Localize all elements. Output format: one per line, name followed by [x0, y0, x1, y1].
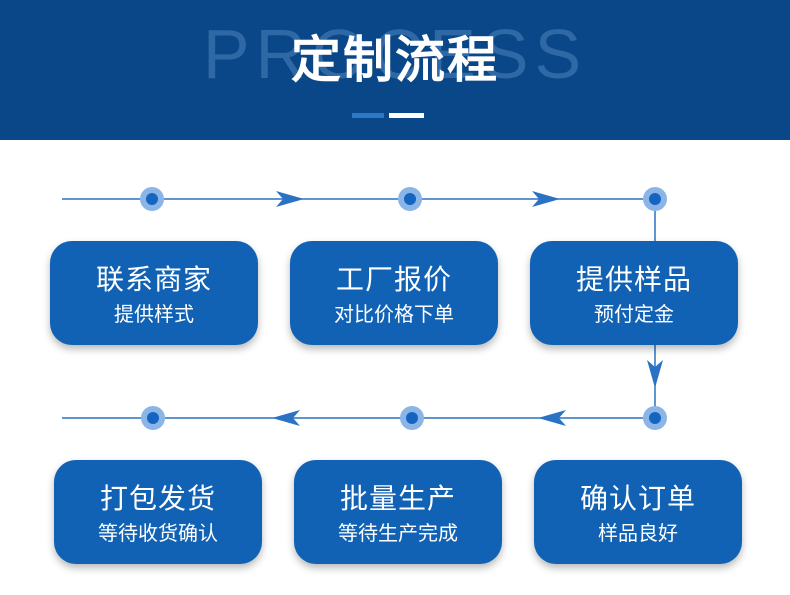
step-subtitle: 样品良好	[598, 521, 678, 545]
flow-node-5	[400, 406, 424, 430]
page-title: 定制流程	[291, 31, 499, 89]
step-title: 打包发货	[99, 482, 216, 515]
step-subtitle: 对比价格下单	[334, 302, 454, 326]
step-card-contact-merchant: 联系商家 提供样式	[50, 241, 258, 345]
step-title: 提供样品	[575, 263, 692, 296]
step-card-provide-sample: 提供样品 预付定金	[530, 241, 738, 345]
step-subtitle: 提供样式	[114, 302, 194, 326]
arrow-right-icon	[276, 191, 304, 207]
arrow-left-icon	[538, 410, 566, 426]
arrow-down-icon	[647, 360, 663, 388]
step-card-confirm-order: 确认订单 样品良好	[534, 460, 742, 564]
title-underline-right	[389, 113, 424, 118]
step-subtitle: 等待收货确认	[98, 521, 218, 545]
step-title: 批量生产	[339, 482, 456, 515]
step-card-mass-production: 批量生产 等待生产完成	[294, 460, 502, 564]
step-card-pack-ship: 打包发货 等待收货确认	[54, 460, 262, 564]
flow-node-4	[643, 406, 667, 430]
arrow-right-icon	[532, 191, 560, 207]
flow-node-1	[140, 187, 164, 211]
step-title: 确认订单	[579, 482, 696, 515]
flow-node-3	[643, 187, 667, 211]
flow-node-6	[141, 406, 165, 430]
flow-node-2	[398, 187, 422, 211]
step-card-factory-quote: 工厂报价 对比价格下单	[290, 241, 498, 345]
title-underline-left	[352, 113, 384, 118]
step-title: 工厂报价	[335, 263, 452, 296]
arrow-left-icon	[272, 410, 300, 426]
header-banner: PROCESS 定制流程	[0, 0, 790, 140]
step-title: 联系商家	[95, 263, 212, 296]
background-word: PROCESS	[202, 15, 588, 93]
step-subtitle: 预付定金	[594, 302, 674, 326]
step-subtitle: 等待生产完成	[338, 521, 458, 545]
